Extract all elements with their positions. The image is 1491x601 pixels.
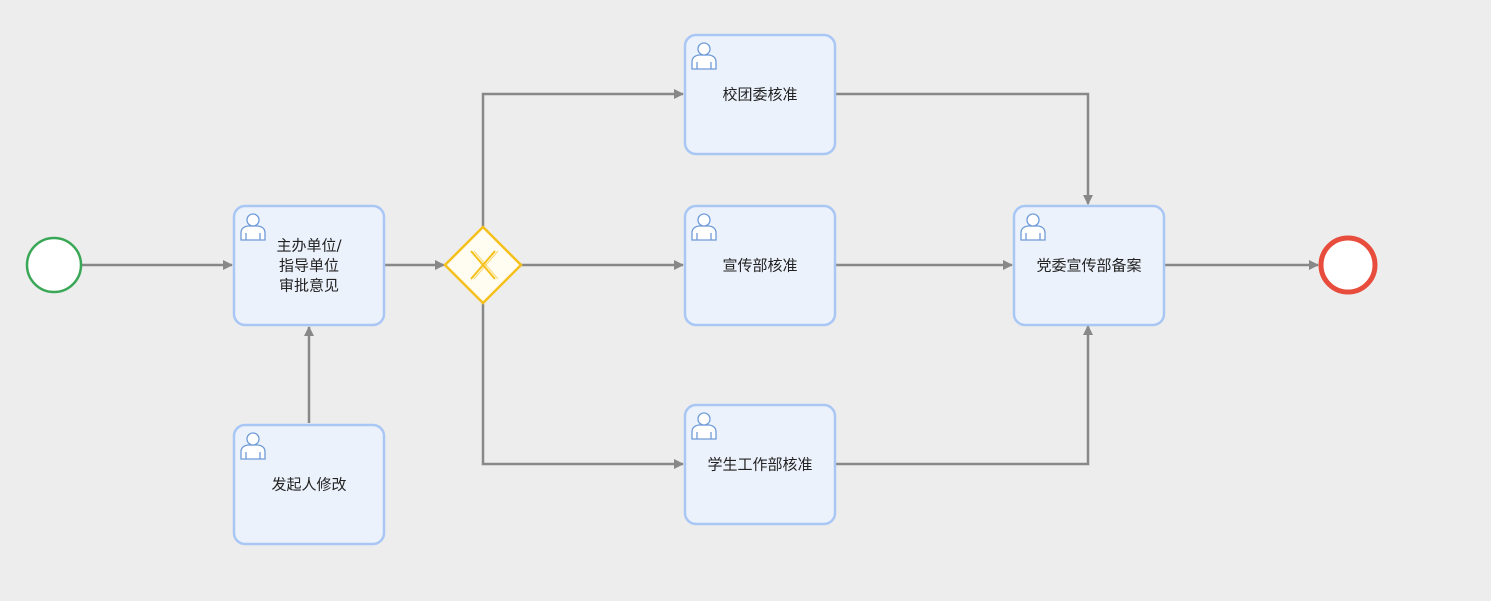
user-icon (1020, 213, 1046, 241)
task-label-line: 党委宣传部备案 (1036, 257, 1141, 275)
task-rect (232, 204, 386, 327)
flow-student-affairs-to-filing[interactable] (836, 325, 1093, 466)
task-label-line: 指导单位 (279, 257, 339, 275)
start-event-circle[interactable] (25, 236, 83, 294)
task-label-line: 审批意见 (279, 277, 339, 295)
task-initiator-modify[interactable]: 发起人修改 (232, 423, 386, 546)
task-rect (683, 403, 837, 526)
user-icon (240, 432, 266, 460)
user-icon (691, 412, 717, 440)
task-label-line: 校团委核准 (722, 86, 797, 104)
task-rect (1012, 204, 1166, 327)
user-icon (691, 213, 717, 241)
flow-gateway-to-youth-league[interactable] (481, 89, 684, 227)
task-rect (683, 204, 837, 327)
flow-gateway-to-student-affairs[interactable] (481, 303, 684, 469)
exclusive-gateway[interactable] (443, 225, 523, 305)
task-label-line: 宣传部核准 (722, 257, 797, 275)
task-publicity-approval[interactable]: 宣传部核准 (683, 204, 837, 327)
task-label-line: 学生工作部核准 (707, 456, 812, 474)
task-student-affairs-approval[interactable]: 学生工作部核准 (683, 403, 837, 526)
user-icon (240, 213, 266, 241)
task-rect (232, 423, 386, 546)
flow-youth-league-to-filing[interactable] (836, 92, 1093, 205)
task-rect (683, 33, 837, 156)
end-event-circle[interactable] (1318, 235, 1378, 295)
task-youth-league-approval[interactable]: 校团委核准 (683, 33, 837, 156)
sequence-flows (82, 89, 1319, 469)
task-label-line: 发起人修改 (271, 476, 346, 494)
task-party-publicity-filing[interactable]: 党委宣传部备案 (1012, 204, 1166, 327)
exclusive-gateway-x-icon (470, 250, 499, 280)
user-icon (691, 42, 717, 70)
task-label-line: 主办单位/ (276, 237, 342, 255)
